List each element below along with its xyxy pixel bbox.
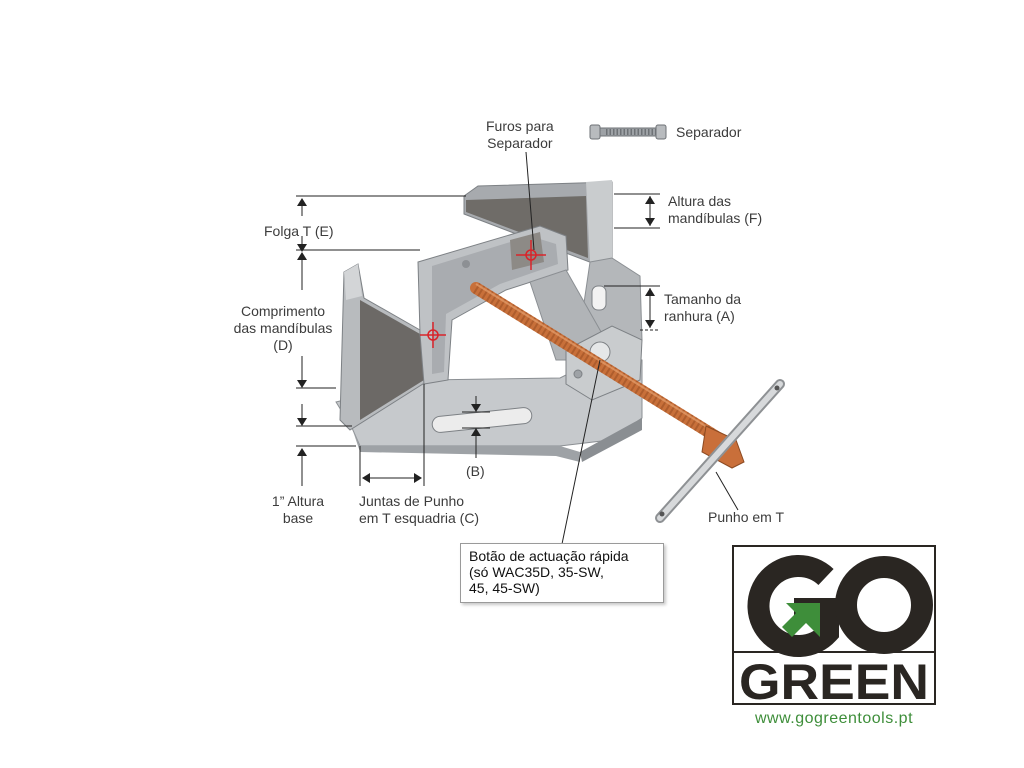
logo-letter-g	[747, 555, 839, 657]
label-altura-line2: mandíbulas (F)	[668, 210, 763, 226]
label-base-line1: 1” Altura	[271, 493, 325, 509]
callout-line1: Botão de actuação rápida	[469, 548, 629, 564]
label-comprimento-line1: Comprimento	[240, 303, 326, 319]
label-furos-separador: Furos para Separador	[486, 118, 554, 152]
label-furos-line2: Separador	[487, 135, 553, 151]
logo-url[interactable]: www.gogreentools.pt	[754, 710, 914, 727]
label-ranhura-line2: ranhura (A)	[664, 308, 735, 324]
label-juntas-line1: Juntas de Punho	[359, 493, 465, 509]
label-juntas-punho: Juntas de Punho em T esquadria (C)	[359, 493, 479, 527]
label-altura-base: 1” Altura base	[256, 493, 340, 527]
dimension-lines	[296, 151, 739, 545]
t-handle	[655, 379, 785, 523]
label-tamanho-ranhura: Tamanho da ranhura (A)	[664, 291, 741, 325]
crosshair-left	[420, 322, 446, 348]
logo-green-text: GREEN	[739, 654, 929, 703]
label-furos-line1: Furos para	[486, 118, 554, 134]
left-jaw-face	[360, 300, 424, 420]
label-separador: Separador	[676, 124, 742, 140]
label-base-line2: base	[282, 510, 314, 526]
label-folga-t: Folga T (E)	[264, 223, 334, 239]
logo-graphic: GREEN	[734, 555, 934, 710]
callout-botao-actuacao: Botão de actuação rápida (só WAC35D, 35-…	[460, 543, 664, 603]
callout-line2: (só WAC35D, 35-SW,	[469, 564, 604, 580]
label-b: (B)	[466, 463, 485, 479]
vise-illustration	[335, 124, 785, 523]
label-altura-mandibulas: Altura das mandíbulas (F)	[668, 193, 762, 227]
label-altura-line1: Altura das	[668, 193, 732, 209]
label-comprimento-line3: (D)	[273, 337, 293, 353]
callout-line3: 45, 45-SW)	[469, 580, 540, 596]
right-slot	[591, 285, 607, 311]
label-punho-t: Punho em T	[708, 509, 785, 525]
crosshair-right	[516, 240, 546, 270]
label-juntas-line2: em T esquadria (C)	[359, 510, 480, 526]
label-comprimento-mandibulas: Comprimento das mandíbulas (D)	[224, 303, 342, 354]
callout-text: Botão de actuação rápida (só WAC35D, 35-…	[461, 544, 663, 596]
gogreen-logo: GREEN	[732, 545, 936, 710]
logo-letter-o	[835, 556, 933, 654]
label-comprimento-line2: das mandíbulas	[233, 320, 333, 336]
label-ranhura-line1: Tamanho da	[664, 291, 742, 307]
spacer-rod	[589, 124, 667, 140]
